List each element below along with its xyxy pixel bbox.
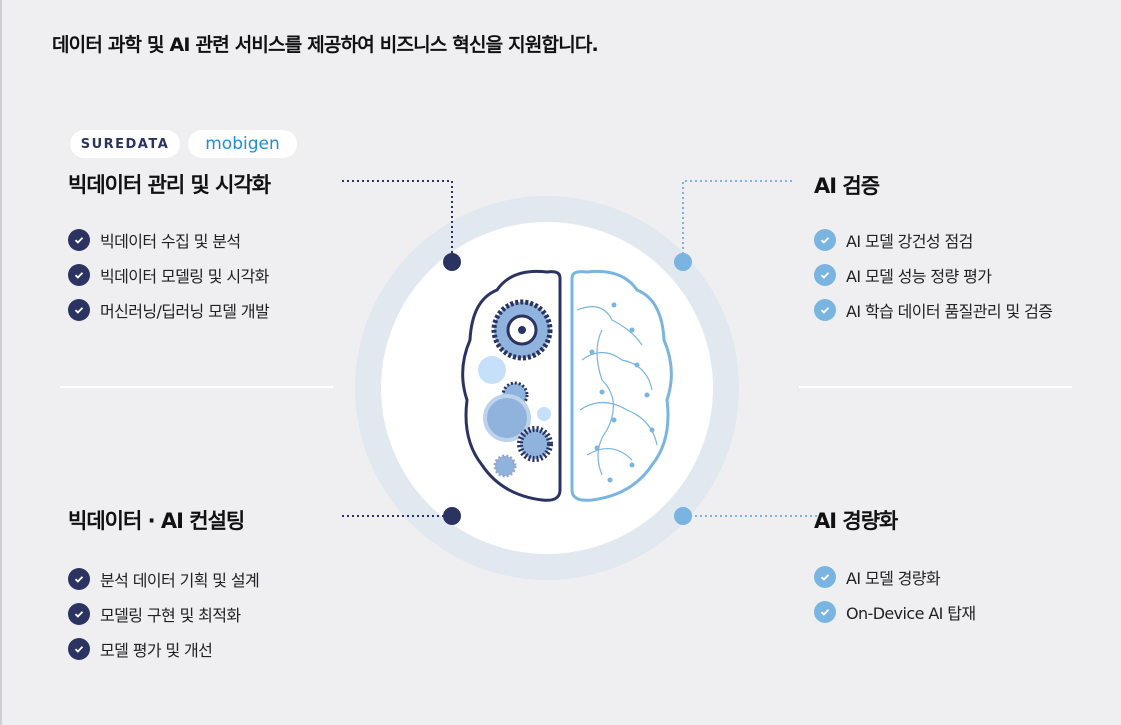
left-hemisphere	[461, 269, 562, 502]
list-item: 머신러닝/딥러닝 모델 개발	[68, 299, 270, 321]
list-item: 모델 평가 및 개선	[68, 638, 259, 660]
right-hemisphere	[570, 269, 673, 502]
list-item: 빅데이터 수집 및 분석	[68, 229, 270, 251]
section-title: AI 경량화	[814, 509, 898, 533]
list-item-label: 분석 데이터 기획 및 설계	[100, 571, 260, 590]
section-title: 빅데이터 · AI 컨설팅	[68, 509, 245, 533]
list-item-label: 머신러닝/딥러닝 모델 개발	[100, 302, 270, 321]
section-ai-lightweight: AI 경량화 AI 모델 경량화 On-Device AI 탑재	[814, 505, 976, 623]
gear-icon	[537, 407, 551, 421]
inner-circle	[381, 222, 713, 554]
gear-icon	[483, 394, 531, 442]
node-dot	[674, 507, 692, 525]
list-item-label: AI 모델 경량화	[846, 569, 941, 588]
section-bigdata-management: 빅데이터 관리 및 시각화 빅데이터 수집 및 분석 빅데이터 모델링 및 시각…	[68, 169, 271, 321]
list-item-label: 모델 평가 및 개선	[100, 641, 213, 660]
check-icon	[814, 299, 836, 321]
check-icon	[68, 603, 90, 625]
list-item-label: AI 모델 성능 정량 평가	[846, 267, 992, 286]
list-item-label: 빅데이터 모델링 및 시각화	[100, 267, 269, 286]
page-headline: 데이터 과학 및 AI 관련 서비스를 제공하여 비즈니스 혁신을 지원합니다.	[52, 34, 599, 56]
list-item: 모델링 구현 및 최적화	[68, 603, 259, 625]
check-icon	[68, 638, 90, 660]
list-item-label: On-Device AI 탑재	[846, 604, 976, 623]
list-item: On-Device AI 탑재	[814, 601, 976, 623]
list-item: 빅데이터 모델링 및 시각화	[68, 264, 270, 286]
check-icon	[68, 299, 90, 321]
list-item: AI 모델 강건성 점검	[814, 229, 1052, 251]
gear-icon	[493, 454, 517, 478]
check-icon	[68, 568, 90, 590]
divider-left	[60, 386, 333, 388]
node-dot	[674, 253, 692, 271]
suredata-logo: SUREDATA	[70, 130, 180, 158]
section-consulting: 빅데이터 · AI 컨설팅 분석 데이터 기획 및 설계 모델링 구현 및 최적…	[68, 505, 260, 660]
gear-icon	[517, 426, 553, 462]
mobigen-logo: mobigen	[188, 130, 297, 158]
check-icon	[814, 229, 836, 251]
list-item-label: 모델링 구현 및 최적화	[100, 606, 241, 625]
check-icon	[814, 264, 836, 286]
check-icon	[68, 229, 90, 251]
list-item: AI 모델 성능 정량 평가	[814, 264, 1052, 286]
section-title: AI 검증	[814, 174, 880, 198]
check-icon	[814, 566, 836, 588]
node-dot	[443, 507, 461, 525]
section-ai-verification: AI 검증 AI 모델 강건성 점검 AI 모델 성능 정량 평가 AI 학습 …	[814, 170, 1053, 321]
connector-top-left	[342, 180, 453, 258]
section-title: 빅데이터 관리 및 시각화	[68, 173, 271, 197]
mobigen-logo-text: mobigen	[205, 134, 280, 154]
check-icon	[814, 601, 836, 623]
check-icon	[68, 264, 90, 286]
list-item-label: 빅데이터 수집 및 분석	[100, 232, 241, 251]
list-item: 분석 데이터 기획 및 설계	[68, 568, 260, 590]
list-item: AI 모델 경량화	[814, 566, 976, 588]
divider-right	[799, 386, 1072, 388]
suredata-logo-text: SUREDATA	[80, 136, 170, 152]
list-item-label: AI 모델 강건성 점검	[846, 232, 973, 251]
list-item-label: AI 학습 데이터 품질관리 및 검증	[846, 302, 1053, 321]
node-dot	[443, 253, 461, 271]
gear-icon	[478, 356, 506, 384]
connector-top-right	[682, 180, 792, 258]
list-item: AI 학습 데이터 품질관리 및 검증	[814, 299, 1053, 321]
